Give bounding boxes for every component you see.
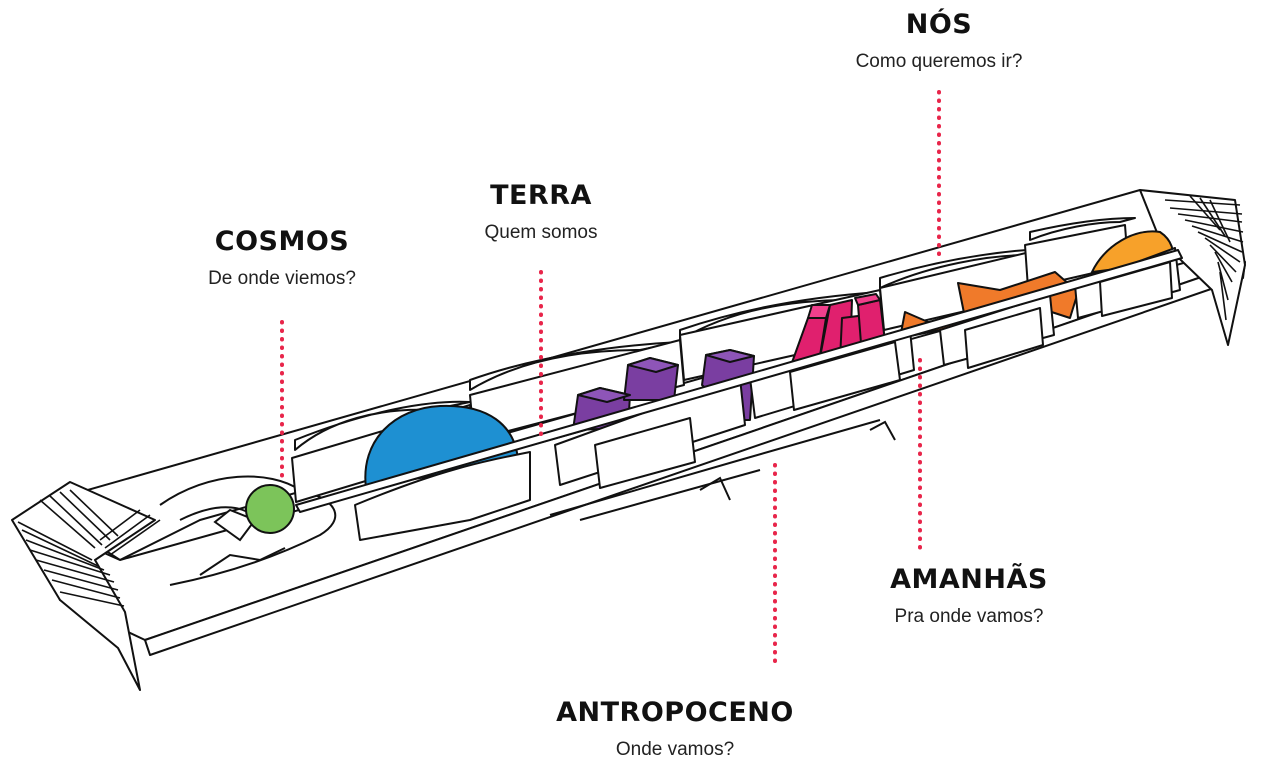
front-wall	[295, 247, 1183, 541]
leader-lines	[280, 90, 941, 665]
amanhas-subtitle: Pra onde vamos?	[894, 606, 1044, 627]
antropoceno-subtitle: Onde vamos?	[615, 739, 735, 760]
right-canopy-hatching	[1164, 195, 1244, 321]
cosmos-subtitle: De onde viemos?	[208, 268, 356, 289]
label-terra: TERRA Quem somos	[485, 180, 598, 246]
label-antropoceno: ANTROPOCENO Onde vamos?	[556, 697, 794, 763]
left-canopy-hatching	[17, 489, 161, 607]
label-amanhas: AMANHÃS Pra onde vamos?	[890, 564, 1048, 630]
label-nos: NÓS Como queremos ir?	[856, 9, 1023, 75]
antropoceno-title: ANTROPOCENO	[556, 697, 794, 728]
label-cosmos: COSMOS De onde viemos?	[208, 226, 356, 292]
amanhas-title: AMANHÃS	[890, 564, 1048, 595]
terra-title: TERRA	[490, 180, 592, 211]
nos-subtitle: Como queremos ir?	[855, 51, 1023, 72]
terra-subtitle: Quem somos	[484, 222, 598, 243]
cosmos-sphere	[245, 484, 295, 534]
nos-title: NÓS	[905, 9, 973, 40]
cosmos-title: COSMOS	[214, 226, 350, 257]
terra-dome	[364, 404, 520, 490]
